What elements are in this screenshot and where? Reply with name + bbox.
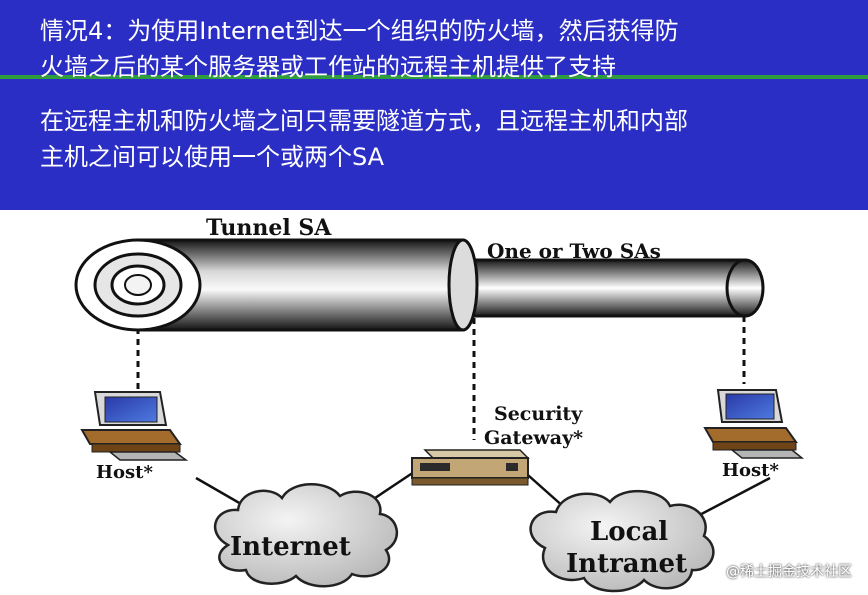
banner-divider (0, 75, 868, 79)
gateway-label-line1: Security (494, 403, 583, 425)
host-computer-left-icon (80, 391, 189, 461)
internet-cloud-label: Internet (230, 532, 351, 562)
intranet-cloud-label-line1: Local (590, 517, 668, 547)
gateway-label-line2: Gateway* (484, 427, 583, 449)
tunnel-sa-pipe (74, 238, 479, 332)
banner-line-3: 在远程主机和防火墙之间只需要隧道方式，且远程主机和内部 (40, 107, 688, 135)
banner-line-2: 火墙之后的某个服务器或工作站的远程主机提供了支持 (40, 53, 616, 81)
inner-tunnel (453, 258, 765, 318)
intranet-cloud-label-line2: Intranet (566, 549, 687, 579)
watermark: @稀土掘金技术社区 (726, 564, 852, 580)
host-computer-right-icon (703, 389, 805, 459)
title-banner: 情况4：为使用Internet到达一个组织的防火墙，然后获得防 火墙之后的某个服… (0, 0, 868, 210)
local-intranet-cloud-icon (529, 489, 715, 593)
security-gateway-icon (411, 449, 530, 486)
inner-tunnel-label: One or Two SAs (487, 239, 661, 263)
host-right-label: Host* (722, 460, 779, 481)
banner-line-1: 情况4：为使用Internet到达一个组织的防火墙，然后获得防 (40, 17, 679, 45)
host-left-label: Host* (96, 462, 153, 483)
banner-line-4: 主机之间可以使用一个或两个SA (40, 143, 385, 171)
tunnel-sa-label: Tunnel SA (206, 215, 332, 241)
internet-cloud-icon (213, 483, 399, 588)
